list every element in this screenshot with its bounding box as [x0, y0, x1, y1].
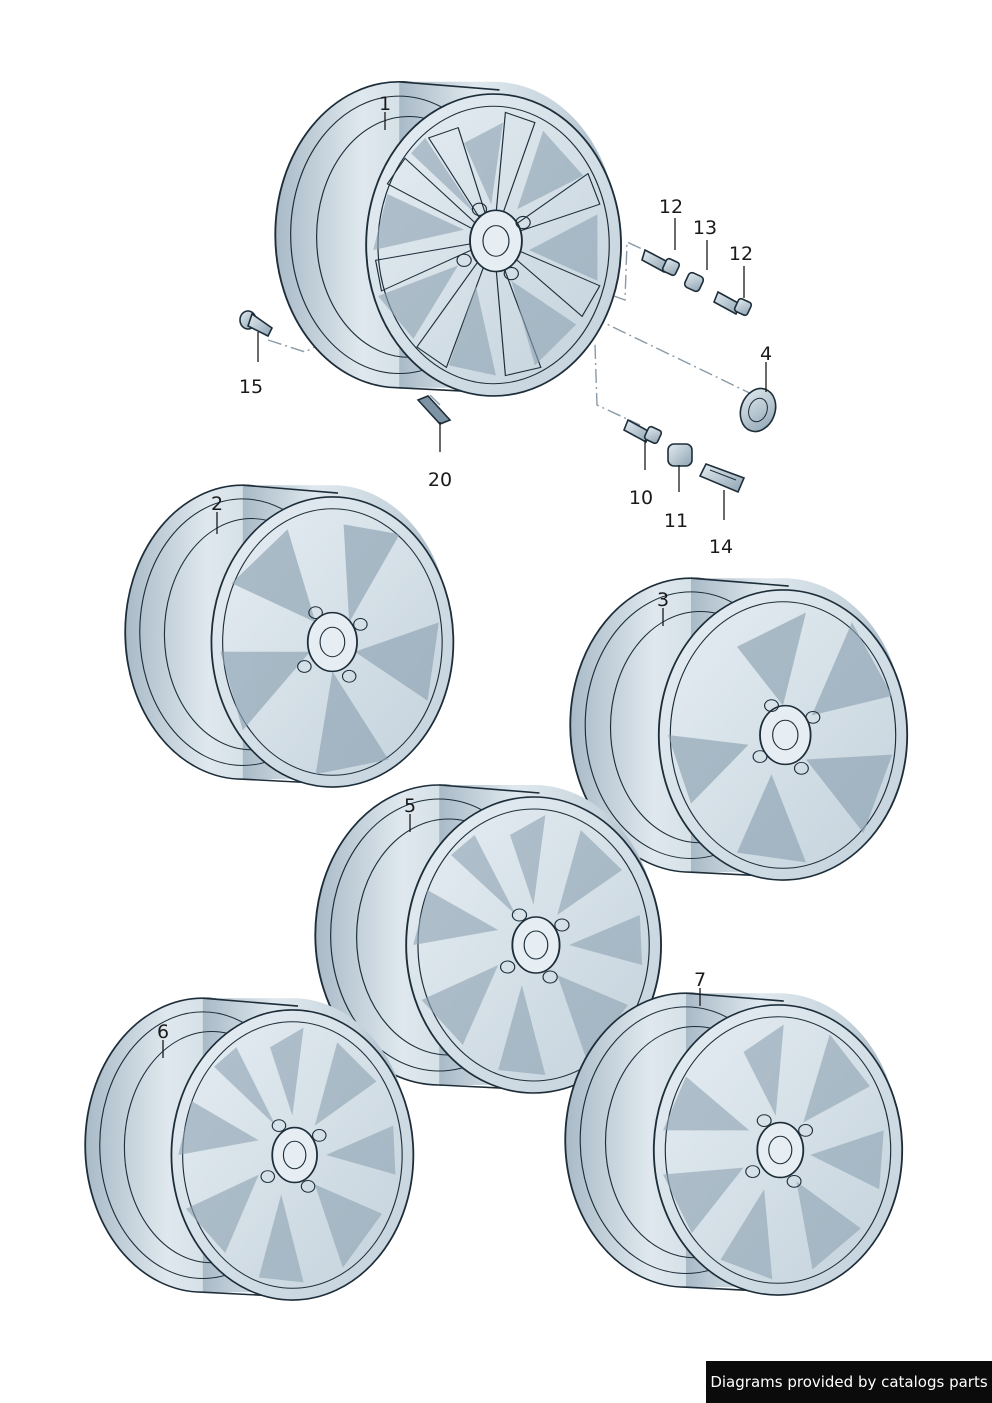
callout-5: 5 — [404, 795, 416, 817]
wheel-3 — [569, 577, 909, 881]
wheel-7 — [564, 992, 904, 1296]
callout-12-upper: 12 — [659, 196, 683, 218]
callout-15: 15 — [239, 376, 263, 398]
wheel-1 — [274, 80, 622, 397]
leader-lines — [162, 112, 767, 1058]
wheel-5 — [314, 784, 662, 1094]
callout-7: 7 — [694, 969, 706, 991]
callout-6: 6 — [157, 1021, 169, 1043]
wheel-bolt-10 — [622, 418, 663, 445]
callout-13: 13 — [693, 217, 717, 239]
callout-labels: 1 2 3 4 5 6 7 10 11 12 12 13 14 15 20 — [157, 93, 772, 1043]
callout-1: 1 — [379, 93, 391, 115]
wheel-2 — [124, 484, 455, 788]
bolt-cap — [667, 443, 693, 467]
removal-tool — [698, 463, 746, 494]
credit-text: Diagrams provided by catalogs parts — [710, 1373, 988, 1391]
callout-14: 14 — [709, 536, 733, 558]
callout-10: 10 — [629, 487, 653, 509]
callout-4: 4 — [760, 343, 772, 365]
wheel-bolt-upper — [641, 248, 681, 277]
callout-11: 11 — [664, 510, 688, 532]
wheel-6 — [84, 997, 415, 1301]
wheel-bolt-lower — [712, 290, 753, 317]
balance-weight — [416, 395, 452, 425]
anti-theft-nut — [683, 271, 705, 293]
credit-banner: Diagrams provided by catalogs parts — [706, 1361, 992, 1403]
callout-3: 3 — [657, 589, 669, 611]
callout-20: 20 — [428, 469, 452, 491]
hub-cap — [739, 387, 777, 433]
tire-valve — [239, 310, 274, 338]
callout-12-lower: 12 — [729, 243, 753, 265]
callout-2: 2 — [211, 493, 223, 515]
